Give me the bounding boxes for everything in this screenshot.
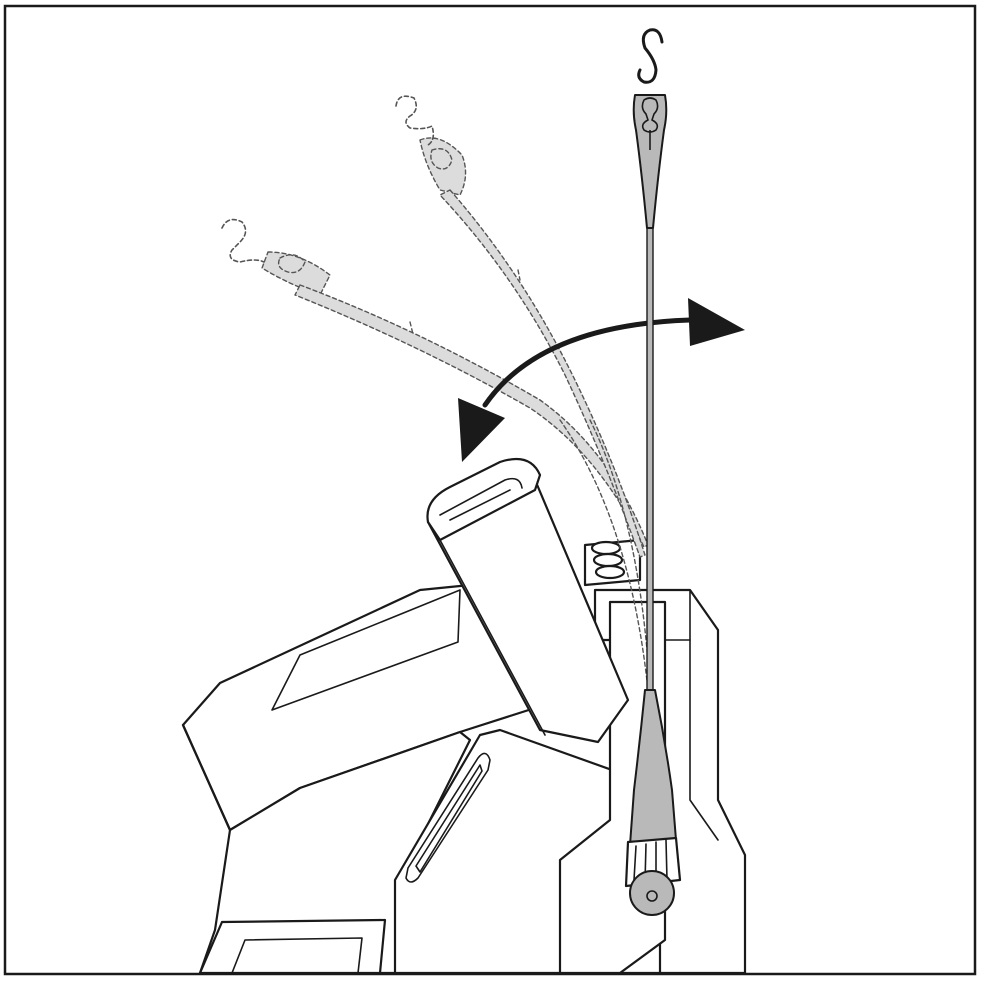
tower-edge <box>689 589 719 841</box>
ghost-trail <box>559 419 649 691</box>
bottom-tray <box>198 918 387 973</box>
top-clip <box>632 94 668 229</box>
bottom-tray-inner <box>231 937 363 973</box>
clip-keyhole <box>641 97 659 133</box>
ghost-trail-2 <box>589 419 651 691</box>
ghost-position-middle <box>395 95 646 558</box>
ghost-position-far <box>221 218 649 548</box>
figure-frame <box>3 4 977 976</box>
s-hook-icon <box>637 28 664 84</box>
machine-body <box>181 457 747 973</box>
bottom-handle <box>624 689 682 916</box>
cavity-slot-outer <box>405 752 491 883</box>
cavity-slot-inner <box>415 764 483 873</box>
control-knobs <box>583 538 642 587</box>
panel-window <box>271 589 461 711</box>
double-arrow-icon <box>458 298 745 462</box>
canister <box>426 457 630 744</box>
